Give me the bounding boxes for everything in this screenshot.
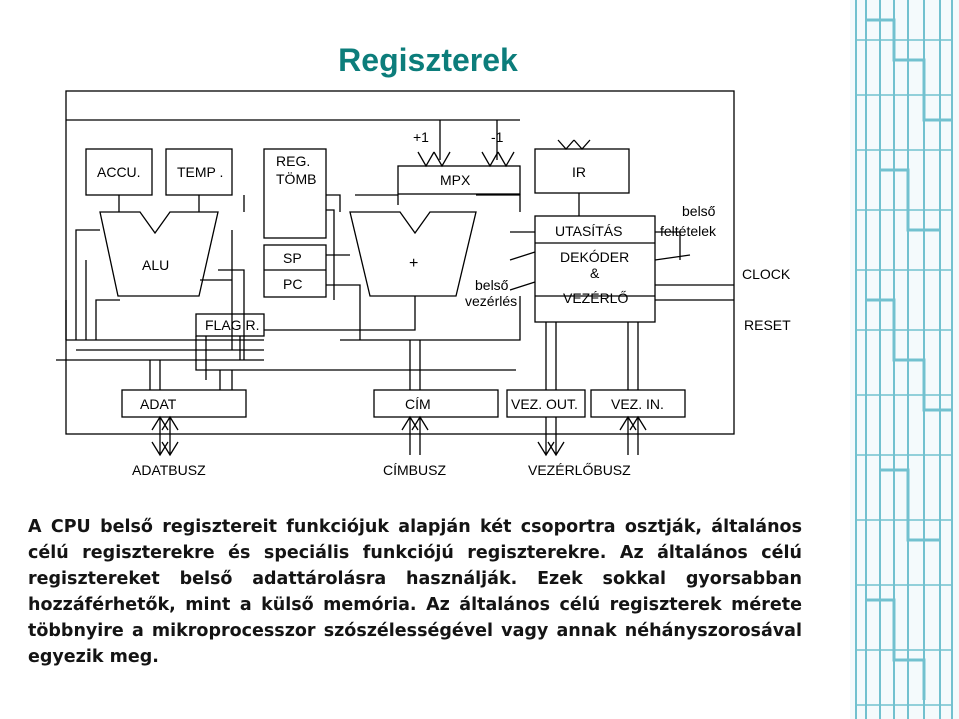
cpu-outline [65,90,735,435]
vezerlo-label: VEZÉRLŐ [563,290,628,306]
vezerlobusz-in-arrow [619,415,647,455]
adder-label: + [409,255,418,272]
plus-one-label: +1 [413,129,429,145]
flag-label: FLAG R. [205,317,259,333]
temp-label: TEMP . [177,164,223,180]
alu-block [99,211,219,297]
reset-label: RESET [744,317,791,333]
tomb-label: TÖMB [276,170,316,187]
belso-felteletek-label: belső [682,203,716,219]
decoder-box [534,215,656,323]
felteletek-label: feltételek [660,223,717,239]
vezerles-label: vezérlés [465,293,517,309]
vezerlobusz-label: VEZÉRLŐBUSZ [528,462,631,478]
cimbusz-label: CÍMBUSZ [383,462,446,478]
sp-label: SP [283,250,302,266]
reg-label: REG. [276,153,310,169]
clock-label: CLOCK [742,266,791,282]
flag-box [195,313,265,337]
mpx-box [397,165,521,195]
adder-block [349,211,477,297]
adatbusz-label: ADATBUSZ [132,462,206,478]
slide-body-text: A CPU belső regisztereit funkciójuk alap… [28,517,802,667]
amp-label: & [590,265,600,281]
cimbusz-arrow [401,415,429,455]
vez-out-label: VEZ. OUT. [511,396,578,412]
reg-tomb-box [263,148,327,239]
utasitas-label: UTASÍTÁS [555,223,622,239]
vezerlobusz-out-arrow [537,417,565,457]
adat-box [121,389,247,418]
ir-label: IR [572,164,586,180]
pc-label: PC [283,276,302,292]
sp-pc-box [263,244,327,298]
adatbusz-arrow [151,415,179,457]
cim-label: CÍM [405,396,431,412]
minus-one-label: -1 [491,129,504,145]
accu-label: ACCU. [97,164,141,180]
belso-vezerles-label: belső [475,277,509,293]
vez-in-label: VEZ. IN. [611,396,664,412]
slide-title: Regiszterek [338,42,518,78]
mpx-label: MPX [440,172,471,188]
alu-label: ALU [142,257,169,273]
cim-box [373,389,499,418]
adat-label: ADAT [140,396,177,412]
dekoder-label: DEKÓDER [560,249,629,265]
